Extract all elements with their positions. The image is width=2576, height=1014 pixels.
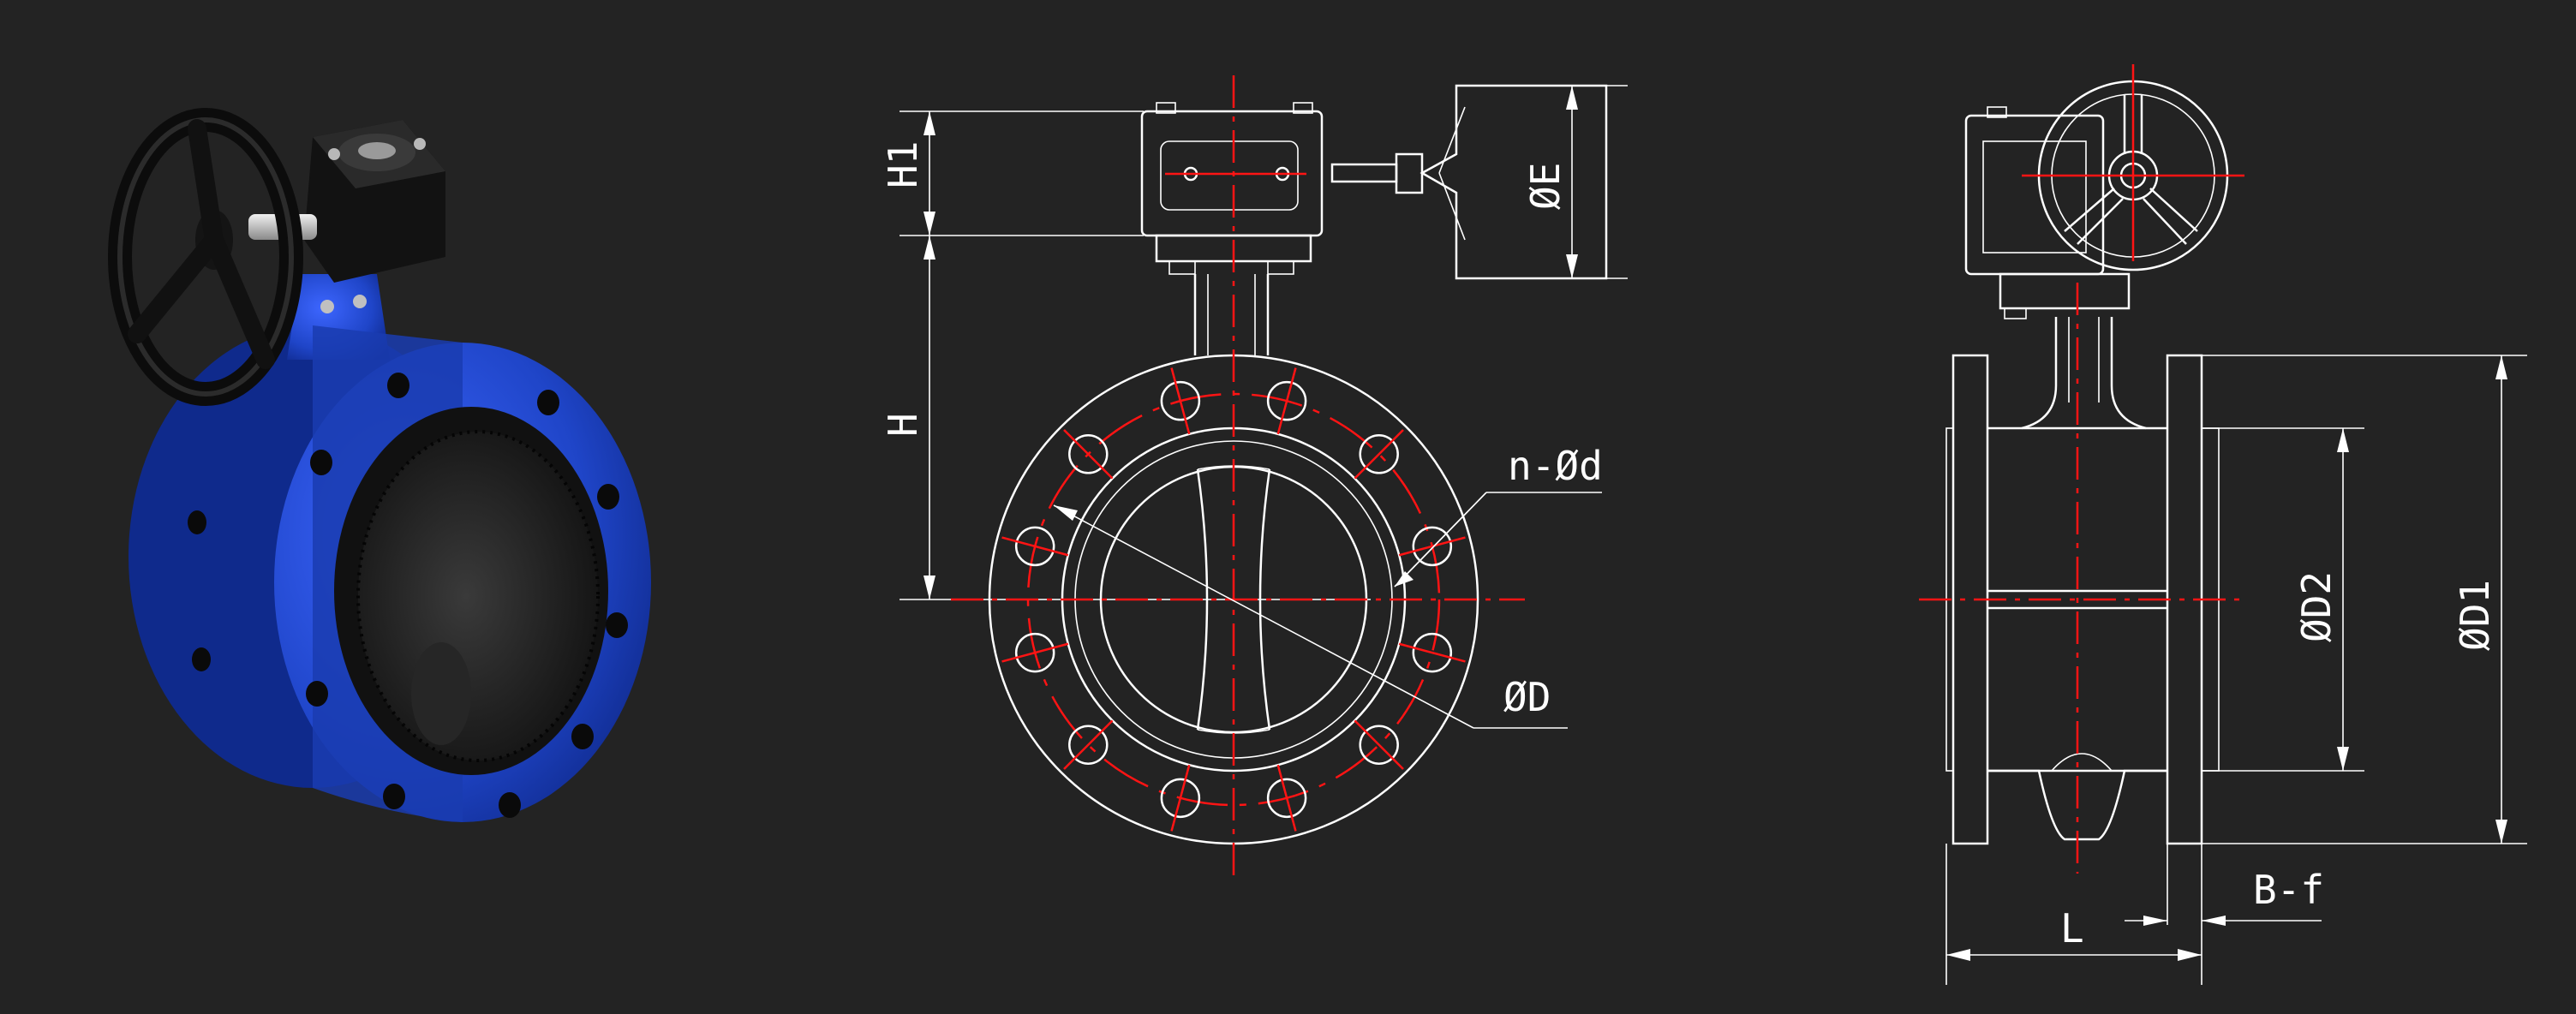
label-phi-d: ØD [1503, 674, 1551, 720]
dimension-phi-d2: ØD2 [2202, 427, 2364, 772]
side-neck [2021, 317, 2147, 430]
label-phi-d2: ØD2 [2293, 571, 2340, 642]
bolt-hole [1266, 778, 1307, 819]
bolt-hole [1014, 632, 1055, 673]
butterfly-valve-photo-icon [108, 108, 651, 822]
bolt-hole-centerline [1170, 367, 1191, 435]
bolt-hole [1160, 380, 1201, 421]
front-centerlines [951, 75, 1525, 882]
label-n-phi-d: n-Ød [1508, 443, 1603, 489]
dimension-phi-e: ØE [1522, 85, 1628, 279]
label-l: L [2060, 905, 2084, 951]
label-h1: H1 [880, 141, 926, 188]
bolt-hole-centerline [1063, 719, 1114, 770]
bolt-holes [1001, 367, 1466, 832]
handwheel-icon [108, 108, 303, 406]
bolt-hole-centerline [1354, 429, 1404, 480]
bolt-hole-centerline [1398, 642, 1466, 663]
side-view-drawing: ØD2 ØD1 L B-f [1868, 60, 2570, 1002]
label-b-f: B-f [2253, 867, 2324, 913]
bolt-hole [1412, 526, 1453, 567]
gearbox [304, 120, 445, 313]
bolt-hole-centerline [1001, 642, 1069, 663]
bolt-hole-centerline [1276, 764, 1297, 832]
bolt-hole-centerline [1001, 536, 1069, 557]
bolt-hole-centerline [1170, 764, 1191, 832]
side-handwheel-icon [2022, 64, 2244, 271]
front-neck [1193, 274, 1270, 355]
dimension-phi-d1: ØD1 [2202, 355, 2527, 844]
bolt-hole [1266, 380, 1307, 421]
bolt-hole [1014, 526, 1055, 567]
dimension-l: L [1945, 844, 2202, 985]
bolt-hole-centerline [1063, 429, 1114, 480]
dimension-phi-d: ØD [1053, 504, 1568, 729]
bolt-hole-centerline [1398, 536, 1466, 557]
front-view-drawing: H1 H ØE [857, 60, 1628, 899]
side-centerlines [1919, 283, 2244, 874]
dimension-n-phi-d: n-Ød [1394, 443, 1603, 588]
bolt-hole-centerline [1354, 719, 1404, 770]
bolt-hole-centerline [1276, 367, 1297, 435]
dimension-b-f: B-f [2125, 844, 2324, 926]
bolt-hole [1160, 778, 1201, 819]
valve-photo [103, 77, 720, 899]
bolt-hole [1068, 725, 1109, 765]
label-phi-d1: ØD1 [2452, 580, 2498, 651]
label-phi-e: ØE [1522, 163, 1569, 210]
dimension-h1: H1 [880, 110, 1144, 236]
label-h: H [880, 413, 926, 437]
side-gearbox [1964, 106, 2131, 319]
bolt-hole [1068, 434, 1109, 474]
bolt-hole [1359, 725, 1399, 765]
bolt-hole [1359, 434, 1399, 474]
flange-bolt-holes [188, 373, 628, 818]
bolt-hole [1412, 632, 1453, 673]
